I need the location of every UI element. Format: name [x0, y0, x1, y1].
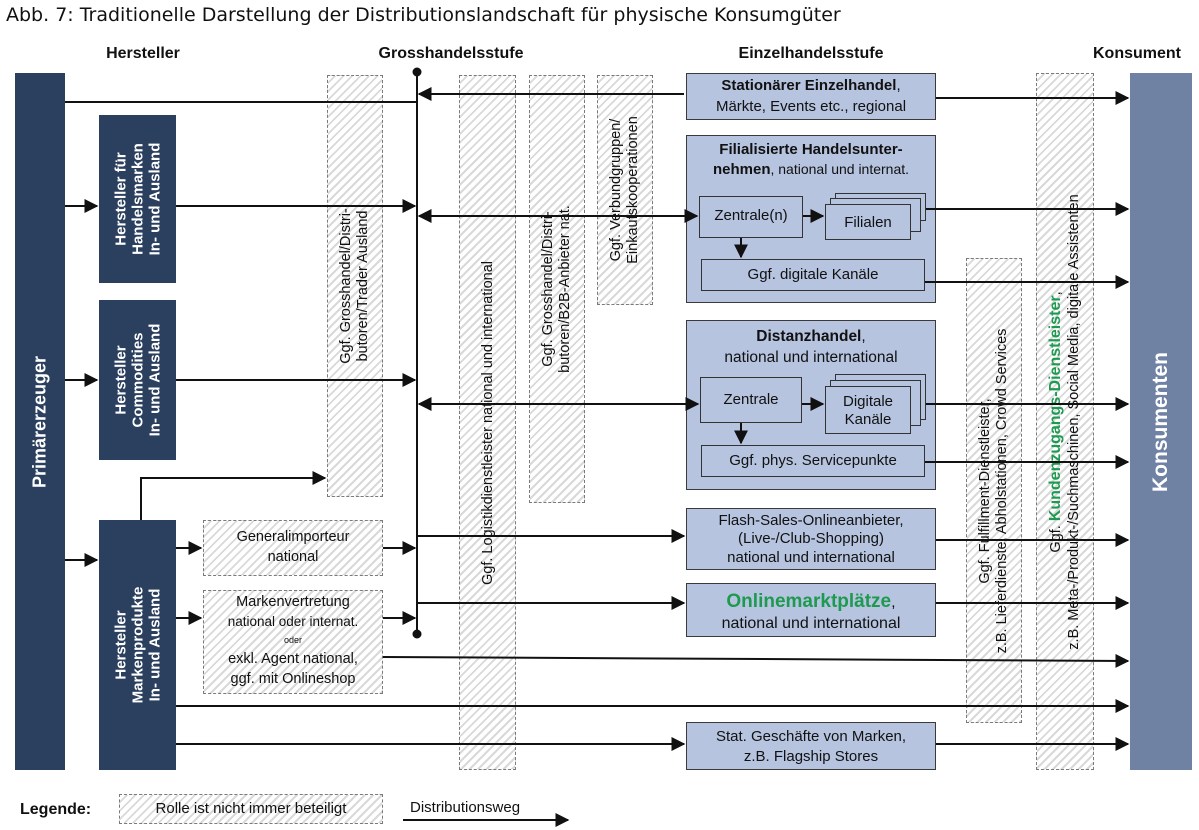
- stat-geschaefte-line: z.B. Flagship Stores: [743, 748, 879, 765]
- markenvertretung-line: Markenvertretung: [236, 594, 350, 610]
- filialisiert-title: Filialisierte Handelsunter-: [719, 141, 903, 158]
- hersteller-commodities-box: Hersteller Commodities In- und Ausland: [99, 300, 176, 460]
- filialisiert-zentrale-box: Zentrale(n): [699, 196, 803, 238]
- generalimporteur-line: Generalimporteur: [236, 529, 350, 545]
- servicepunkte-label: Ggf. phys. Servicepunkte: [729, 452, 897, 469]
- markenvertretung-box: Markenvertretung national oder internat.…: [203, 590, 383, 694]
- hersteller-markenprodukte-box: Hersteller Markenprodukte In- und Auslan…: [99, 520, 176, 770]
- stat-geschaefte-line: Stat. Geschäfte von Marken,: [715, 728, 907, 745]
- distanzhandel-zentrale-label: Zentrale: [723, 391, 779, 408]
- digitale-kanaele-label: Ggf. digitale Kanäle: [747, 266, 879, 283]
- legend-weg-text: Distributionsweg: [410, 799, 521, 816]
- legend-role-box: Rolle ist nicht immer beteiligt: [119, 794, 383, 824]
- distanzhandel-comma: ,: [861, 328, 866, 345]
- flow-arrow: [382, 653, 1130, 668]
- distanzhandel-digitale-line: Digitale: [842, 393, 894, 410]
- distanzhandel-zentrale-box: Zentrale: [700, 377, 802, 423]
- markenvertretung-line: ggf. mit Onlineshop: [230, 671, 356, 687]
- figure-title: Abb. 7: Traditionelle Darstellung der Di…: [6, 4, 841, 26]
- trunk-dot-bottom: [412, 629, 422, 639]
- fulfillment-box: Ggf. Fulfillment-Dienstleister, z.B. Lie…: [966, 258, 1022, 723]
- filialen-box: Filialen: [825, 204, 911, 240]
- grosshandel-b2b-box: Ggf. Grosshandel/Distri- butoren/B2B-Anb…: [529, 75, 585, 503]
- hersteller-handelsmarken-box: Hersteller für Handelsmarken In- und Aus…: [99, 115, 176, 283]
- stat-geschaefte-box: Stat. Geschäfte von Marken, z.B. Flagshi…: [686, 722, 936, 770]
- digitale-kanaele-box: Ggf. digitale Kanäle: [701, 259, 925, 291]
- konsumenten-box: Konsumenten: [1130, 73, 1192, 770]
- onlinemarkt-comma: ,: [891, 594, 896, 611]
- onlinemarkt-line: national und international: [721, 615, 901, 632]
- generalimporteur-line: national: [267, 549, 319, 565]
- flash-sales-line: national und international: [727, 549, 895, 566]
- distanzhandel-digitale-line: Kanäle: [844, 411, 892, 428]
- markenvertretung-line: exkl. Agent national,: [228, 651, 358, 667]
- verbundgruppen-box: Ggf. Verbundgruppen/ Einkaufskooperation…: [597, 75, 653, 305]
- filialisiert-title-bold: nehmen: [712, 161, 771, 178]
- trunk-dot-top: [412, 67, 422, 77]
- column-header-konsument: Konsument: [1093, 45, 1181, 62]
- flash-sales-line: (Live-/Club-Shopping): [738, 530, 884, 547]
- flash-sales-box: Flash-Sales-Onlineanbieter, (Live-/Club-…: [686, 508, 936, 570]
- markenvertretung-oder: oder: [283, 635, 302, 645]
- legend-label: Legende:: [20, 801, 92, 818]
- distanzhandel-title: Distanzhandel: [756, 328, 862, 345]
- onlinemarkt-title: Onlinemarktplätze: [726, 591, 892, 612]
- stationaer-title: Stationärer Einzelhandel: [721, 77, 897, 94]
- stationaer-box: Stationärer Einzelhandel, Märkte, Events…: [686, 73, 936, 120]
- column-header-einzelhandel: Einzelhandelsstufe: [738, 45, 884, 62]
- generalimporteur-box: Generalimporteur national: [203, 520, 383, 576]
- stationaer-comma: ,: [896, 77, 901, 94]
- flash-sales-line: Flash-Sales-Onlineanbieter,: [718, 512, 904, 529]
- stationaer-line: Märkte, Events etc., regional: [715, 98, 907, 115]
- legend-role-text: Rolle ist nicht immer beteiligt: [155, 800, 347, 817]
- grosshandel-trader-box: Ggf. Grosshandel/Distri- butoren/Trader …: [327, 75, 383, 497]
- distanzhandel-digitale-box: Digitale Kanäle: [825, 386, 911, 434]
- servicepunkte-box: Ggf. phys. Servicepunkte: [701, 445, 925, 477]
- markenvertretung-line: national oder internat.: [227, 614, 359, 629]
- column-header-hersteller: Hersteller: [106, 45, 180, 62]
- flow-arrow: [140, 471, 327, 520]
- logistik-box: Ggf. Logistikdienstleister national und …: [459, 75, 516, 770]
- filialisiert-zentrale-label: Zentrale(n): [714, 207, 788, 224]
- distanzhandel-line: national und international: [724, 349, 898, 366]
- primaererzeuger-box: Primärerzeuger: [15, 73, 65, 770]
- column-header-grosshandel: Grosshandelsstufe: [378, 45, 524, 62]
- filialisiert-line: , national und internat.: [770, 161, 910, 177]
- onlinemarkt-box: Onlinemarktplätze, national und internat…: [686, 583, 936, 637]
- filialen-label: Filialen: [844, 214, 892, 231]
- kundenzugang-box: Ggf. Kundenzugangs-Dienstleister, z.B. M…: [1036, 73, 1094, 770]
